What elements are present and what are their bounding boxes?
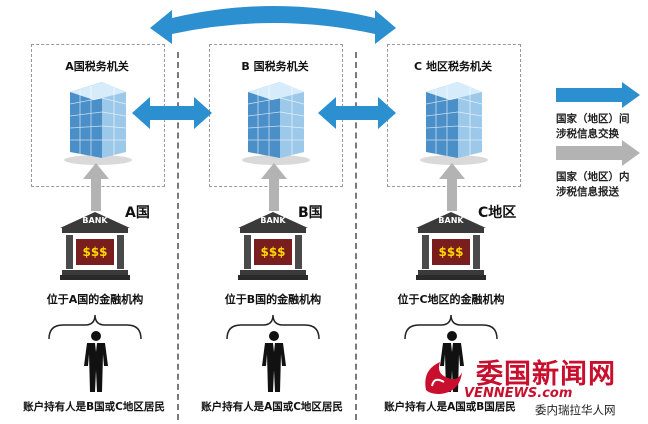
- bank-money-b: $$$: [260, 245, 286, 259]
- legend-report-line1: 国家（地区）内: [556, 171, 630, 183]
- bank-icon-b: BANK $$$: [238, 212, 308, 280]
- exchange-arc-arrow: [150, 6, 396, 44]
- country-label-b: B国: [298, 205, 323, 221]
- legend-exchange-arrow-icon: [556, 82, 640, 108]
- report-arrow-b: [261, 163, 287, 211]
- person-icon-b: [262, 331, 286, 392]
- legend-report-arrow-icon: [556, 140, 640, 166]
- country-label-a: A国: [125, 205, 150, 221]
- watermark-en: VENNEWS.com: [464, 386, 573, 401]
- bank-sign-a: BANK: [82, 216, 108, 225]
- bank-sign-c: BANK: [438, 216, 464, 225]
- bank-money-c: $$$: [438, 245, 464, 259]
- legend-report-line2: 涉税信息报送: [556, 186, 619, 198]
- report-arrow-c: [439, 163, 465, 211]
- watermark-sub: 委内瑞拉华人网: [535, 403, 616, 417]
- legend-exchange-line2: 涉税信息交换: [556, 128, 619, 140]
- institution-label-c: 位于C地区的金融机构: [397, 293, 505, 306]
- exchange-arrow-a-b: [132, 97, 212, 129]
- watermark-cn: 委国新闻网: [476, 359, 616, 390]
- brace-a: [48, 314, 142, 340]
- legend-report-label: 国家（地区）内 涉税信息报送: [556, 170, 646, 200]
- country-label-c: C地区: [478, 205, 517, 221]
- bank-icon-a: BANK $$$: [60, 212, 130, 280]
- person-icon-a: [84, 331, 108, 392]
- holder-label-b: 账户持有人是A国或C地区居民: [201, 401, 343, 413]
- legend-exchange-label: 国家（地区）间 涉税信息交换: [556, 112, 646, 142]
- exchange-arrow-b-c: [318, 97, 396, 129]
- holder-label-c: 账户持有人是A国或B国居民: [384, 401, 516, 413]
- separator-1: [177, 52, 179, 420]
- report-arrow-a: [83, 163, 109, 211]
- bank-icon-c: BANK $$$: [416, 212, 486, 280]
- separator-2: [355, 52, 357, 420]
- watermark-logo-icon: [425, 362, 462, 394]
- brace-b: [226, 314, 320, 340]
- holder-label-a: 账户持有人是B国或C地区居民: [23, 401, 165, 413]
- legend-exchange-line1: 国家（地区）间: [556, 113, 630, 125]
- institution-label-b: 位于B国的金融机构: [224, 293, 322, 306]
- bank-money-a: $$$: [82, 245, 108, 259]
- building-icon-b: [242, 82, 310, 165]
- agency-title-b: B 国税务机关: [241, 60, 309, 73]
- building-icon-a: [64, 82, 132, 165]
- agency-title-a: A国税务机关: [65, 60, 129, 73]
- institution-label-a: 位于A国的金融机构: [46, 293, 144, 306]
- brace-c: [404, 314, 498, 340]
- agency-title-c: C 地区税务机关: [414, 60, 492, 73]
- bank-sign-b: BANK: [260, 216, 286, 225]
- building-icon-c: [420, 82, 488, 165]
